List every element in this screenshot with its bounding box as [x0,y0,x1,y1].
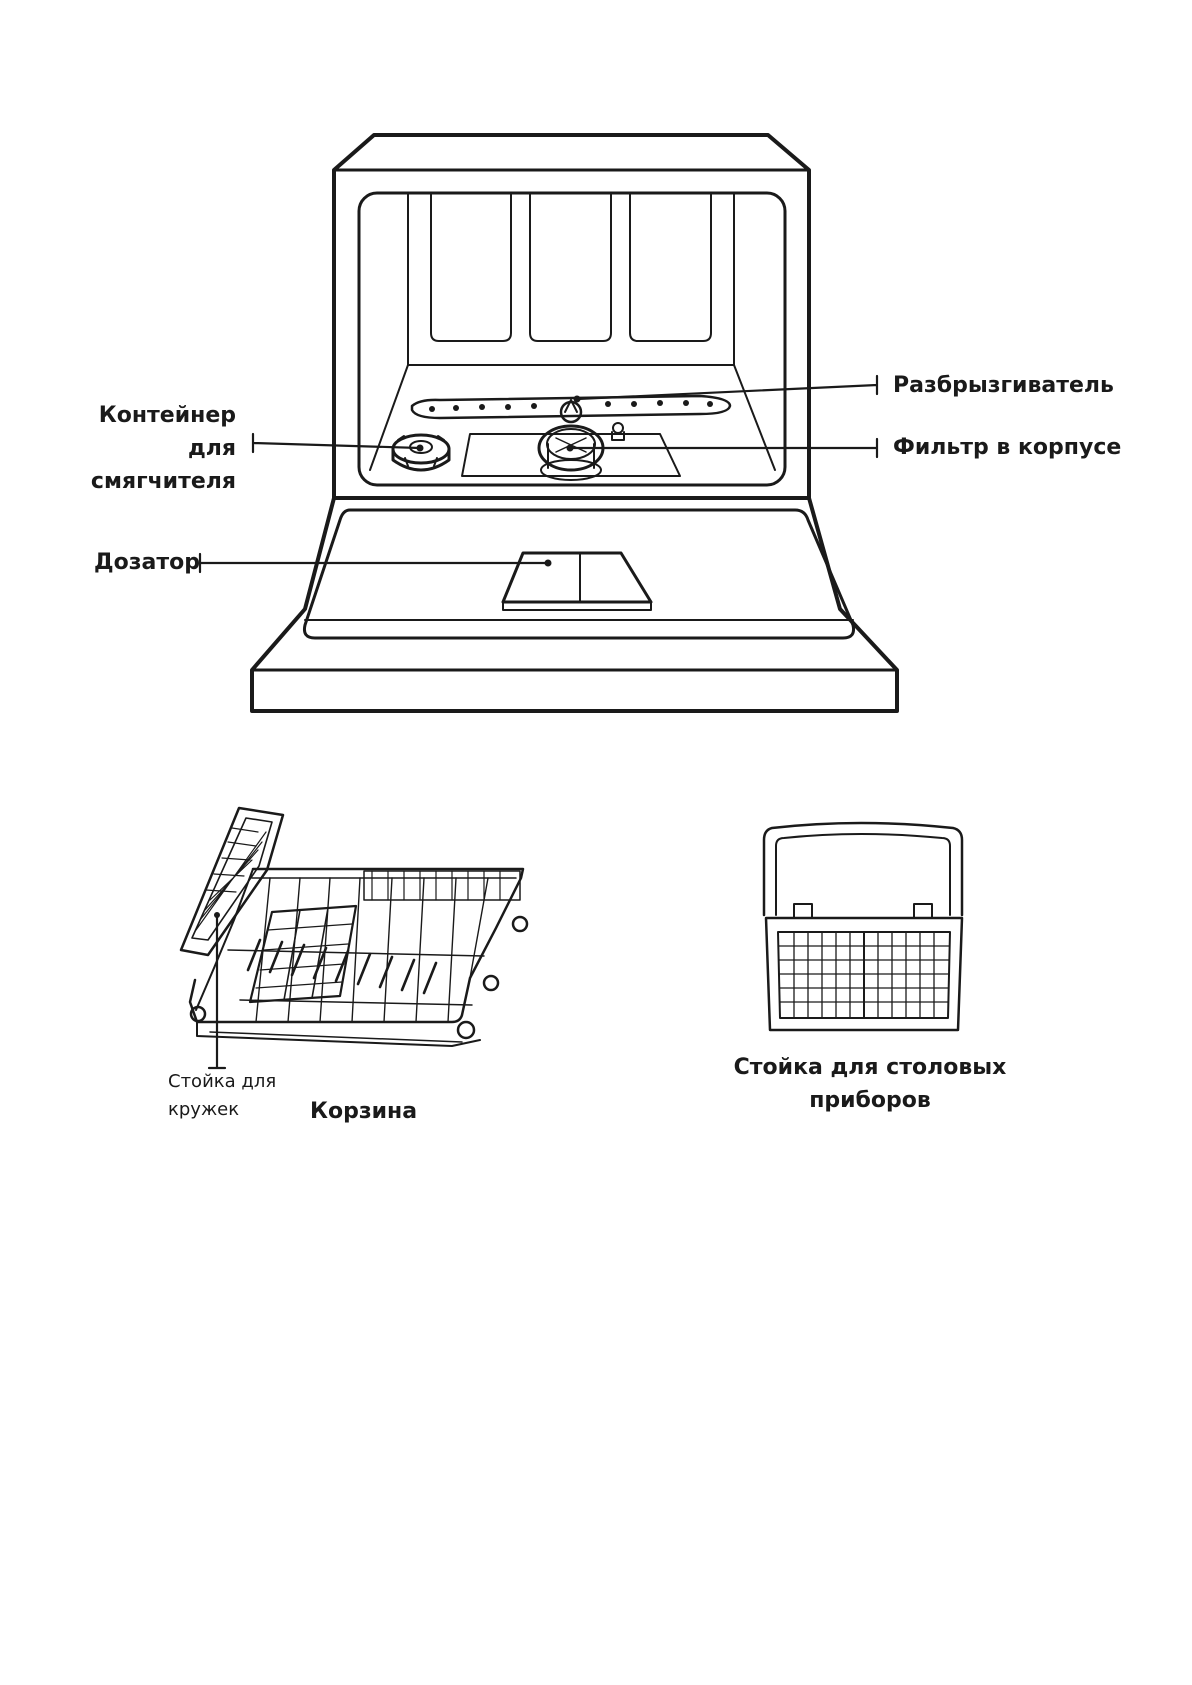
cup-rack-label-line-2: кружек [168,1096,276,1124]
dispenser-label: Дозатор [94,546,200,579]
cutlery-rack-label: Стойка для столовых приборов [720,1051,1020,1117]
filter-assembly [539,400,624,480]
leader-filter [570,439,877,457]
softener-label: Контейнер для смягчителя [60,399,236,498]
cup-rack-label-line-1: Стойка для [168,1068,276,1096]
dish-basket [190,869,527,1046]
softener-container [393,435,449,470]
cutlery-rack [764,823,962,1030]
cup-rack-label: Стойка для кружек [168,1068,276,1124]
spray-arm-label: Разбрызгиватель [893,369,1114,402]
basket-label: Корзина [310,1095,417,1128]
cutlery-rack-label-line-1: Стойка для столовых [720,1051,1020,1084]
leader-spray-arm [577,376,877,399]
leader-lines [200,376,877,572]
softener-label-line-1: Контейнер [60,399,236,432]
leader-cup-rack [209,915,225,1068]
leader-dispenser [200,554,548,572]
cutlery-rack-label-line-2: приборов [720,1084,1020,1117]
dishwasher-door [252,498,897,711]
filter-label: Фильтр в корпусе [893,431,1121,464]
dishwasher-body [334,135,809,498]
softener-label-line-2: для [60,432,236,465]
softener-label-line-3: смягчителя [60,465,236,498]
